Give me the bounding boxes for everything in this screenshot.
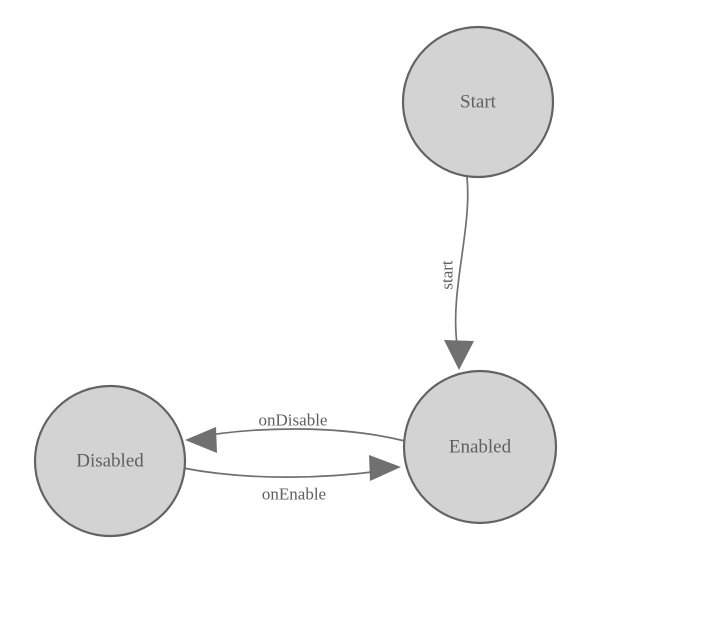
- node-circle-enabled[interactable]: [402, 369, 558, 525]
- node-label-enabled: Enabled: [449, 437, 512, 458]
- node-label-disabled: Disabled: [76, 451, 144, 472]
- node-label-start: Start: [460, 92, 497, 113]
- arrowhead-icon-start-to-enabled: [444, 340, 474, 370]
- edge-path-enabled-to-disabled: [191, 428, 406, 442]
- node-enabled[interactable]: Enabled: [402, 369, 558, 525]
- edge-start-to-enabled[interactable]: start: [438, 176, 475, 370]
- edge-label-start: start: [438, 260, 457, 290]
- edge-label-onenable: onEnable: [262, 485, 326, 504]
- node-circle-start[interactable]: [401, 25, 555, 179]
- arrowhead-icon-enabled-to-disabled: [185, 427, 217, 453]
- edge-path-start-to-enabled: [454, 176, 469, 345]
- edge-path-disabled-to-enabled: [182, 467, 395, 478]
- node-circle-disabled[interactable]: [33, 384, 187, 538]
- node-disabled[interactable]: Disabled: [33, 384, 187, 538]
- node-start[interactable]: Start: [401, 25, 555, 179]
- arrowhead-icon-disabled-to-enabled: [369, 455, 401, 481]
- edge-enabled-to-disabled[interactable]: onDisable: [185, 411, 406, 454]
- edge-disabled-to-enabled[interactable]: onEnable: [182, 455, 401, 504]
- edge-label-ondisable: onDisable: [259, 411, 328, 430]
